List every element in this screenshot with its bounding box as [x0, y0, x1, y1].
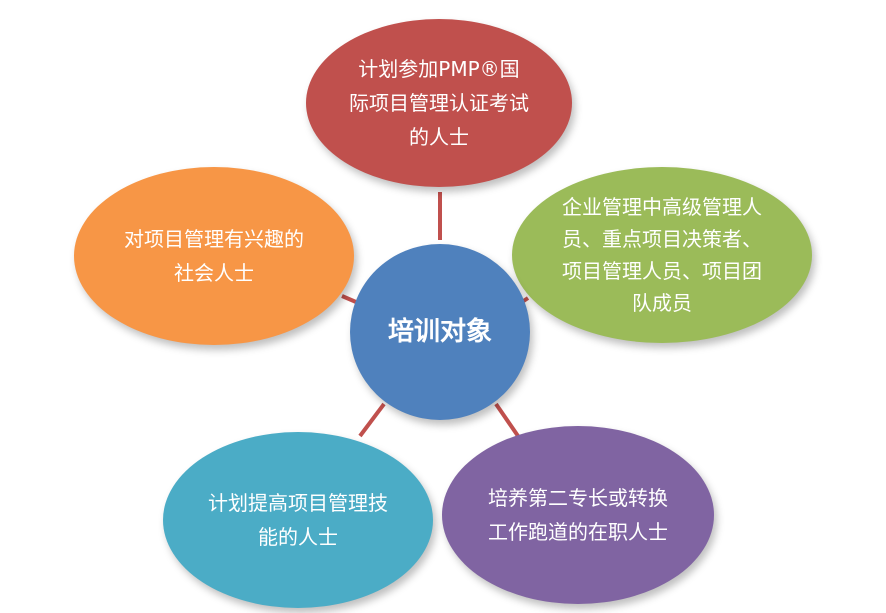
node-label: 计划提高项目管理技 能的人士 — [208, 491, 388, 549]
center-node-training-audience: 培训对象 — [350, 244, 530, 420]
node-label: 计划参加PMP®国 际项目管理认证考试 的人士 — [349, 57, 529, 149]
node-label: 培养第二专长或转换 工作跑道的在职人士 — [488, 486, 668, 544]
node-interested-public: 对项目管理有兴趣的 社会人士 — [74, 167, 354, 345]
connector-left — [341, 294, 357, 304]
node-pmp-exam-candidates: 计划参加PMP®国 际项目管理认证考试 的人士 — [306, 19, 572, 187]
node-managers-and-teams: 企业管理中高级管理人 员、重点项目决策者、 项目管理人员、项目团 队成员 — [512, 167, 812, 343]
node-career-changers: 培养第二专长或转换 工作跑道的在职人士 — [442, 426, 714, 604]
node-label: 对项目管理有兴趣的 社会人士 — [124, 227, 304, 285]
node-label: 企业管理中高级管理人 员、重点项目决策者、 项目管理人员、项目团 队成员 — [562, 195, 762, 315]
connector-bottom-left — [358, 402, 386, 438]
center-label: 培训对象 — [387, 317, 492, 347]
node-skill-improvers: 计划提高项目管理技 能的人士 — [163, 432, 433, 608]
connector-bottom-right — [494, 402, 520, 438]
